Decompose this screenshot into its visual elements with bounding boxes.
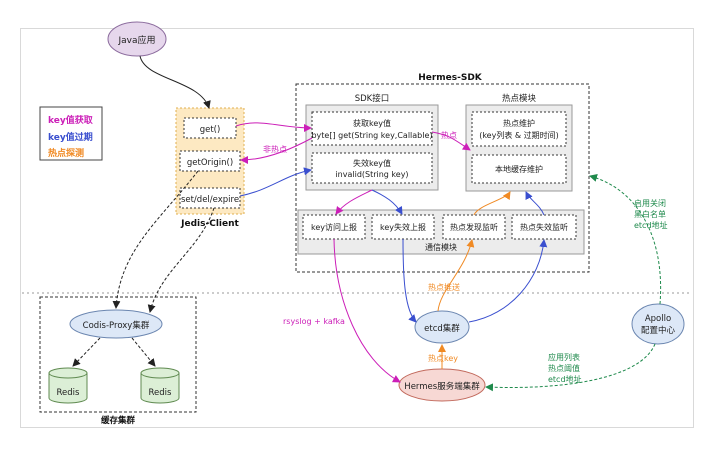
edge-apollo-to-sdk bbox=[589, 174, 662, 305]
hotspot-maintain-box bbox=[471, 111, 567, 147]
edge-sdk-to-access-report bbox=[335, 189, 373, 215]
get-signature-label: byte[] get(String key,Callable) bbox=[311, 131, 432, 140]
cache-cluster-group: Codis-Proxy集群 Redis Redis 缓存集群 bbox=[39, 296, 197, 426]
hot-discover-listen-box bbox=[442, 214, 506, 240]
invalid-key-label: 失效key值 bbox=[353, 158, 391, 168]
edge-access-to-server bbox=[333, 238, 401, 383]
invalid-key-box bbox=[311, 152, 433, 184]
edge-invalidlisten-to-hotspot bbox=[525, 191, 545, 216]
get-key-label: 获取key值 bbox=[353, 118, 391, 128]
redis-1-node: Redis bbox=[48, 367, 88, 404]
hermes-server-label: Hermes服务端集群 bbox=[404, 381, 480, 392]
codis-proxy-node bbox=[69, 309, 163, 339]
local-cache-box bbox=[471, 154, 567, 184]
jedis-get-label: get() bbox=[200, 125, 221, 135]
key-invalid-report-box bbox=[371, 214, 435, 240]
get-key-box bbox=[311, 111, 433, 146]
label-non-hotspot: 非热点 bbox=[263, 144, 287, 154]
hot-invalid-listen-box bbox=[511, 214, 577, 240]
etcd-cluster-label: etcd集群 bbox=[424, 323, 460, 334]
hotspot-maintain-label: 热点维护 bbox=[503, 118, 535, 128]
etcd-cluster-node: etcd集群 bbox=[414, 310, 470, 344]
comm-module-title: 通信模块 bbox=[425, 242, 457, 252]
java-app-label: Java应用 bbox=[117, 34, 155, 46]
legend-item-expire: key值过期 bbox=[48, 131, 93, 143]
jedis-getorigin-label: getOrigin() bbox=[187, 158, 233, 168]
redis-2-node: Redis bbox=[140, 367, 180, 404]
cache-cluster-title: 缓存集群 bbox=[101, 415, 136, 426]
redis-2-label: Redis bbox=[149, 388, 173, 398]
sdk-interface-title: SDK接口 bbox=[355, 93, 390, 104]
edge-get-to-sdk bbox=[235, 122, 312, 132]
jedis-setdel-box bbox=[179, 187, 241, 209]
hermes-server-node: Hermes服务端集群 bbox=[398, 368, 486, 402]
label-enable-blacklist-2: 黑白名单 bbox=[634, 209, 666, 219]
edge-discover-to-hotspot bbox=[473, 191, 511, 216]
edge-setdel-to-codis bbox=[147, 207, 215, 313]
redis-1-label: Redis bbox=[57, 388, 81, 398]
label-hot-key: 热点key bbox=[428, 353, 458, 363]
edge-java-to-get bbox=[139, 55, 211, 109]
edge-sdk-to-hotspot bbox=[431, 131, 471, 151]
hermes-sdk-container: Hermes-SDK SDK接口 获取key值 byte[] get(Strin… bbox=[295, 73, 590, 273]
jedis-get-box bbox=[183, 117, 237, 139]
jedis-setdel-label: set/del/expire bbox=[181, 195, 239, 205]
key-access-report-box bbox=[302, 214, 366, 240]
apollo-sub-label: 配置中心 bbox=[641, 325, 676, 336]
edge-getorigin-to-codis bbox=[112, 170, 199, 309]
codis-proxy-label: Codis-Proxy集群 bbox=[83, 320, 150, 331]
edge-sdk-to-getorigin bbox=[240, 137, 313, 164]
hot-invalid-listen-label: 热点失效监听 bbox=[520, 222, 568, 232]
jedis-client-group: get() getOrigin() set/del/expire Jedis-C… bbox=[175, 107, 245, 229]
apollo-node: Apollo 配置中心 bbox=[631, 303, 685, 345]
key-access-report-label: key访问上报 bbox=[311, 222, 357, 232]
edge-codis-to-redis2 bbox=[131, 337, 156, 367]
legend-item-get: key值获取 bbox=[48, 114, 94, 126]
legend-item-detect: 热点探测 bbox=[48, 147, 84, 159]
label-app-list-3: etcd地址 bbox=[548, 374, 582, 384]
local-cache-label: 本地缓存维护 bbox=[495, 164, 543, 174]
invalid-signature-label: invalid(String key) bbox=[335, 170, 408, 179]
label-rsyslog-kafka: rsyslog + kafka bbox=[283, 317, 345, 326]
legend: key值获取 key值过期 热点探测 bbox=[39, 106, 103, 161]
label-app-list-2: 热点阈值 bbox=[548, 363, 580, 373]
label-enable-blacklist-1: 启用关闭 bbox=[634, 198, 666, 208]
edge-apollo-to-server bbox=[485, 343, 656, 392]
hot-discover-listen-label: 热点发现监听 bbox=[450, 222, 498, 232]
hermes-sdk-title: Hermes-SDK bbox=[418, 73, 483, 83]
hotspot-maintain-sub: (key列表 & 过期时间) bbox=[479, 130, 559, 140]
edge-etcd-to-discover bbox=[437, 239, 475, 312]
hotspot-module-title: 热点模块 bbox=[502, 93, 537, 104]
label-enable-blacklist-3: etcd地址 bbox=[634, 220, 668, 230]
label-hotspot: 热点 bbox=[441, 130, 457, 140]
edge-sdk-to-invalid-report bbox=[371, 189, 403, 215]
edge-setdel-to-invalid bbox=[239, 167, 312, 197]
apollo-label: Apollo bbox=[645, 314, 671, 324]
java-app-node: Java应用 bbox=[107, 21, 167, 57]
edge-invalidreport-to-etcd bbox=[402, 238, 417, 323]
jedis-client-title: Jedis-Client bbox=[180, 219, 239, 229]
jedis-getorigin-box bbox=[179, 150, 241, 172]
edge-etcd-to-invalidlisten bbox=[468, 239, 548, 323]
key-invalid-report-label: key失效上报 bbox=[380, 222, 426, 232]
label-hot-push: 热点推送 bbox=[428, 282, 460, 292]
edge-codis-to-redis1 bbox=[72, 337, 101, 367]
label-app-list-1: 应用列表 bbox=[548, 352, 580, 362]
